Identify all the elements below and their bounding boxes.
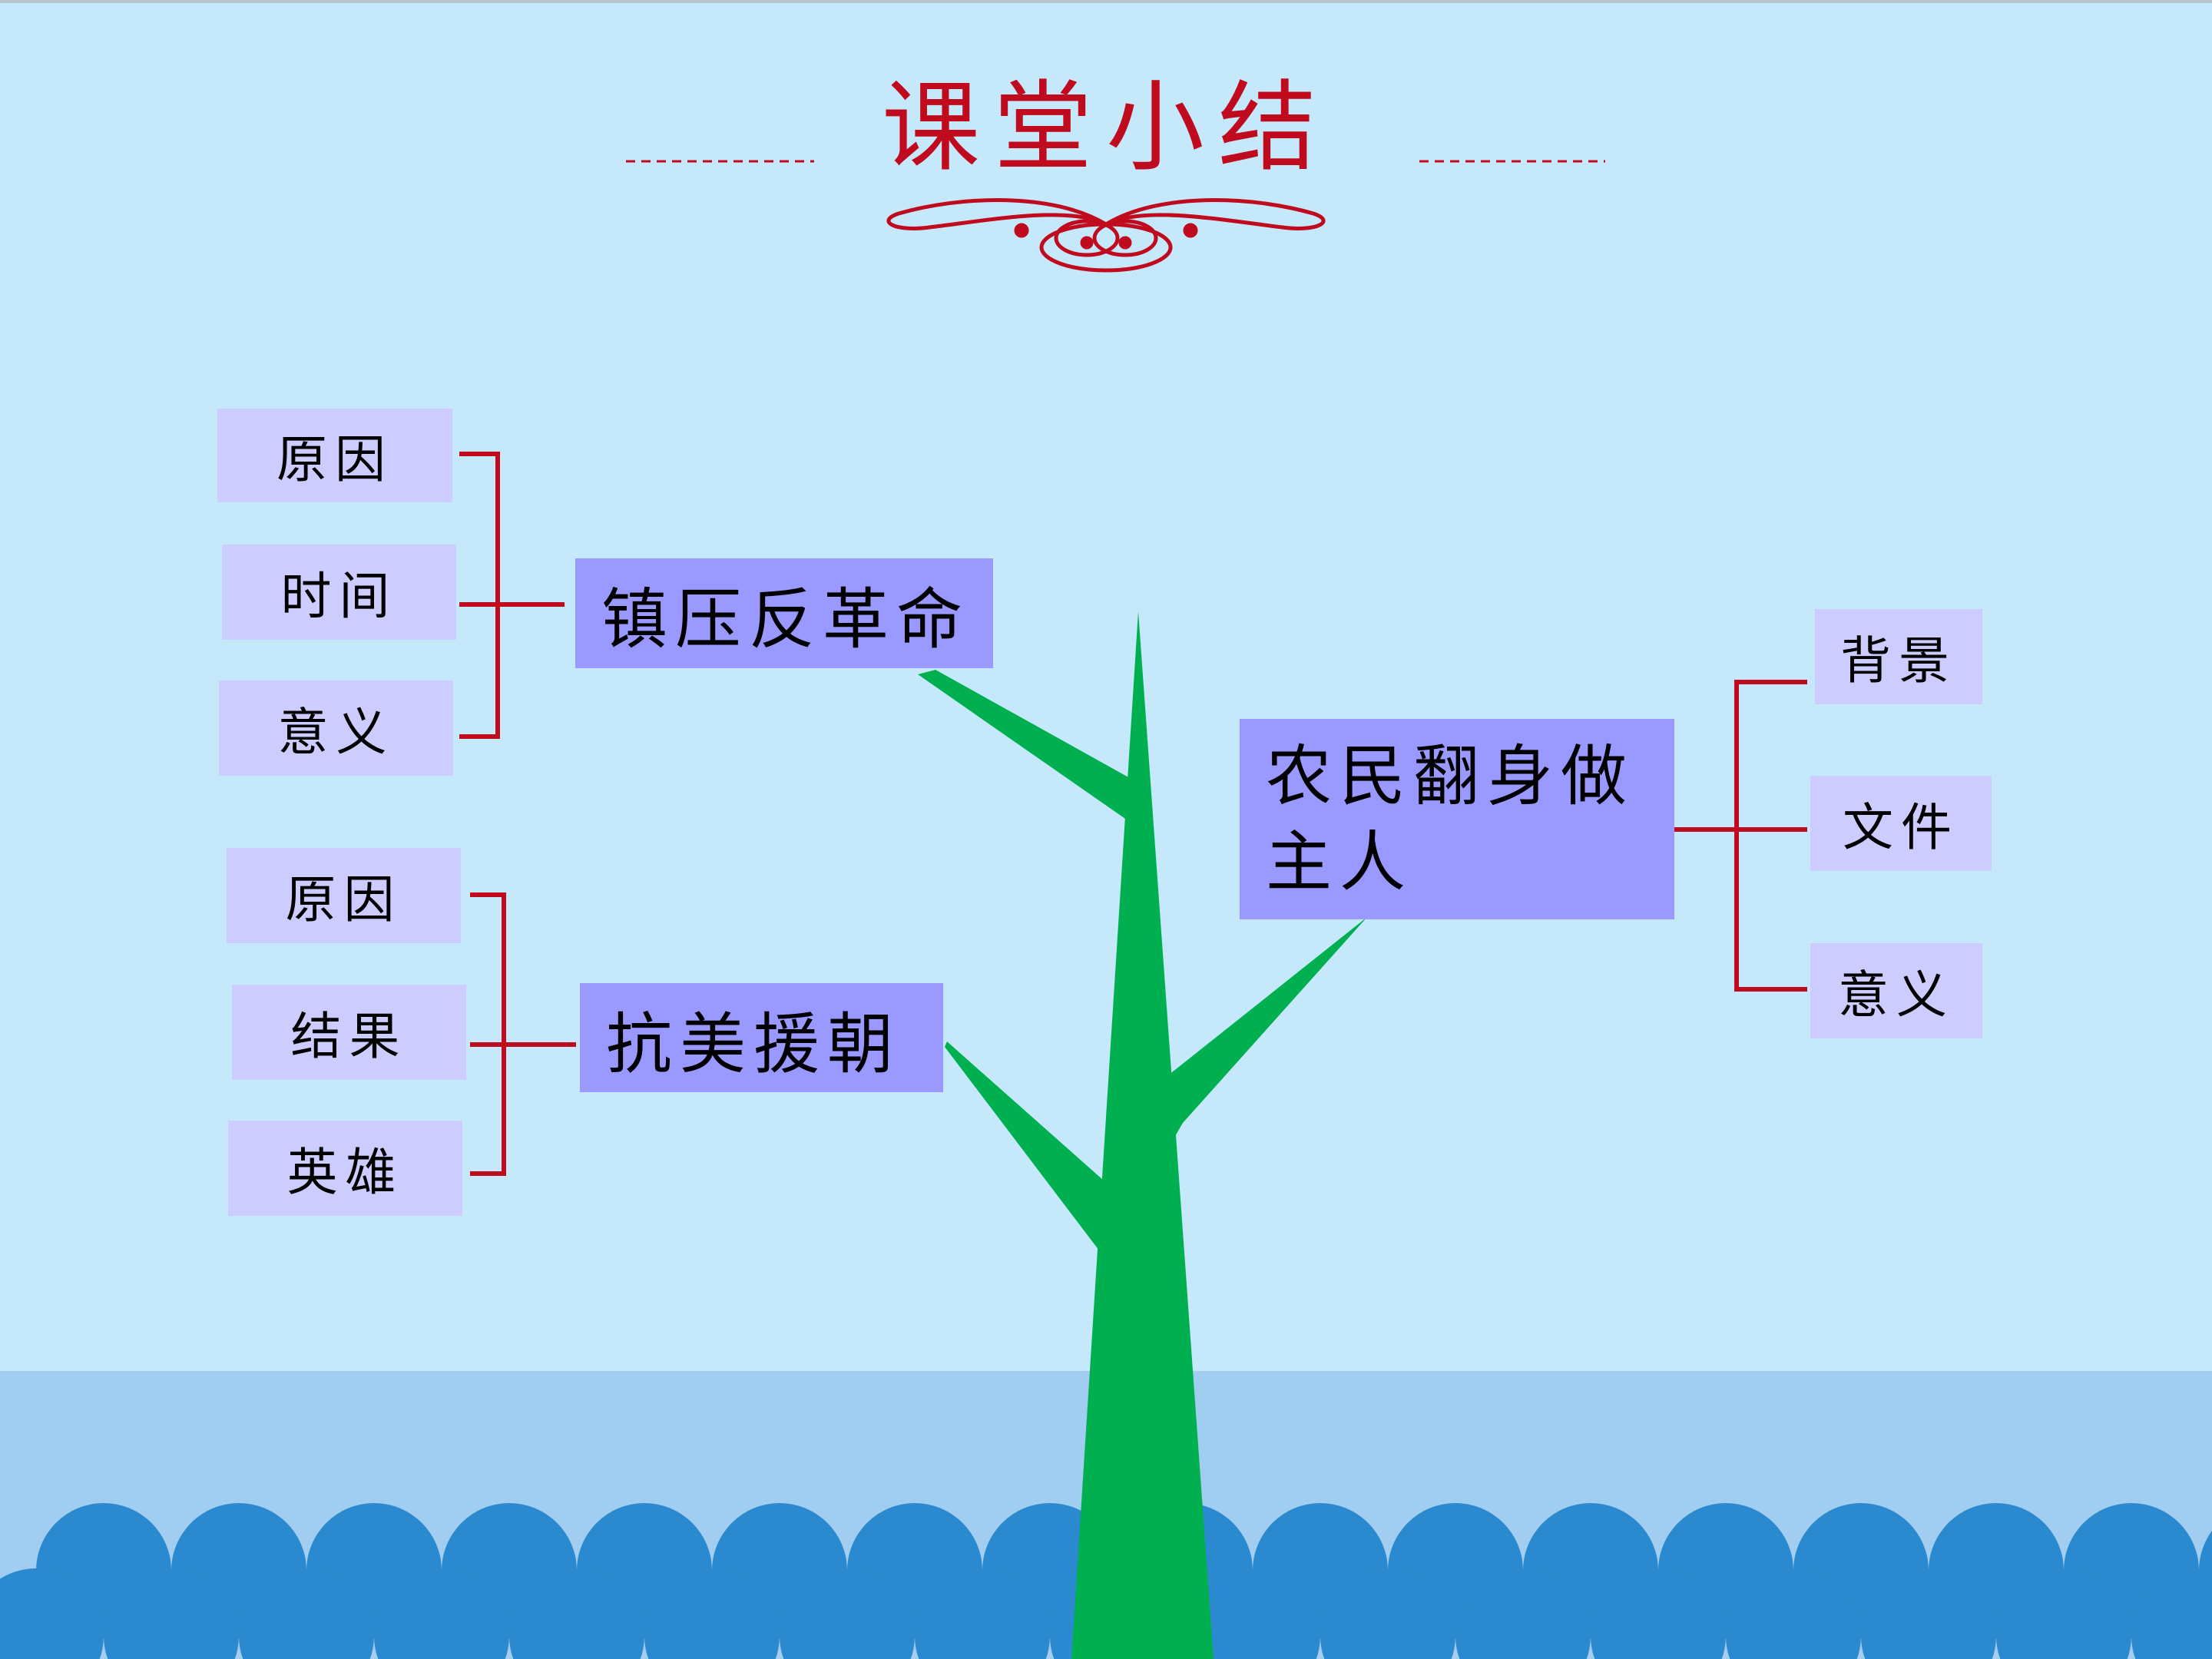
wave-row-front — [0, 1568, 2212, 1659]
item-box-meaning-1: 意义 — [219, 680, 453, 776]
item-box-background: 背景 — [1815, 609, 1982, 704]
bracket-branch-1 — [459, 452, 565, 739]
title-flourish — [886, 198, 1326, 273]
topic-box-suppress: 镇压反革命 — [575, 558, 993, 668]
tree — [918, 611, 1367, 1659]
item-box-cause-2: 原因 — [227, 848, 461, 943]
slide-title: 课堂小结 — [881, 71, 1330, 185]
wave-bump — [104, 1568, 239, 1659]
bracket-branch-2 — [470, 892, 576, 1176]
wave-bump — [2131, 1568, 2212, 1659]
wave-bump — [1320, 1568, 1455, 1659]
topic-box-korea: 抗美援朝 — [580, 983, 943, 1092]
topic-box-land-reform: 农民翻身做主人 — [1240, 719, 1674, 919]
tree-branch-upper-right — [1161, 917, 1367, 1152]
item-box-time: 时间 — [222, 545, 456, 640]
wave-bump — [780, 1568, 915, 1659]
item-box-document: 文件 — [1810, 776, 1992, 871]
tree-trunk — [1071, 611, 1214, 1659]
item-box-heroes: 英雄 — [228, 1121, 462, 1216]
wave-bump — [374, 1568, 509, 1659]
wave-bump — [1591, 1568, 1726, 1659]
item-box-cause-1: 原因 — [217, 409, 452, 502]
top-border — [0, 0, 2212, 3]
wave-bump — [1726, 1568, 1861, 1659]
item-box-result: 结果 — [232, 985, 466, 1080]
wave-bump — [0, 1568, 104, 1659]
tree-branch-upper-left — [918, 670, 1137, 826]
wave-bump — [1996, 1568, 2131, 1659]
wave-bump — [1861, 1568, 1996, 1659]
tree-branch-lower-left — [945, 1041, 1118, 1260]
wave-bump — [915, 1568, 1050, 1659]
item-box-meaning-3: 意义 — [1810, 943, 1982, 1038]
wave-bump — [1455, 1568, 1591, 1659]
wave-bump — [1185, 1568, 1320, 1659]
bracket-branch-3 — [1665, 680, 1807, 992]
wave-bump — [509, 1568, 644, 1659]
wave-bump — [239, 1568, 374, 1659]
wave-bump — [644, 1568, 780, 1659]
